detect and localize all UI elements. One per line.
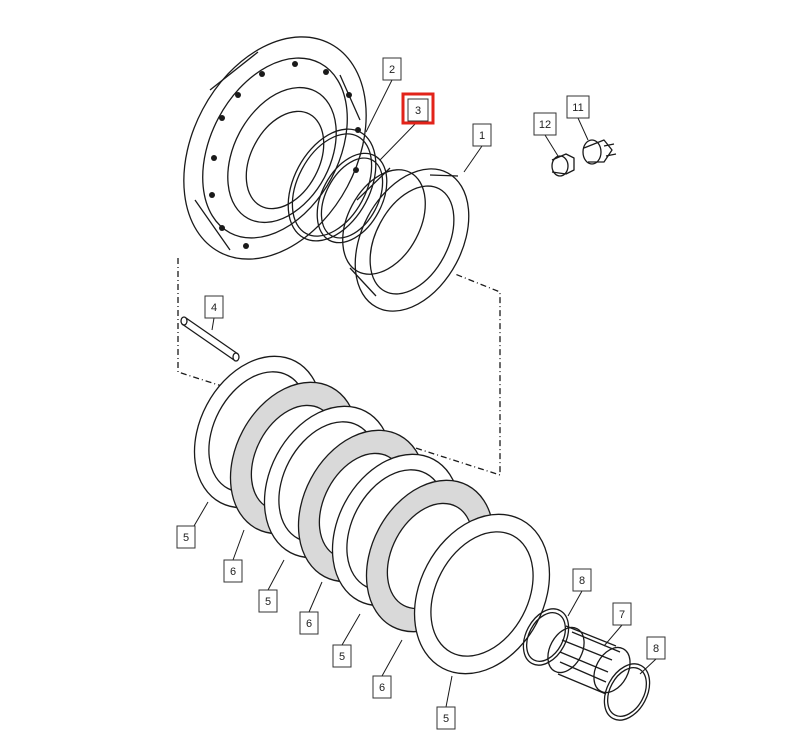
svg-text:6: 6 (230, 566, 236, 578)
svg-text:6: 6 (306, 618, 312, 630)
leader-lines (193, 79, 657, 708)
part-7-splined-hub (547, 625, 631, 695)
callout-8a: 8 (572, 568, 592, 592)
part-8-circlip-b (603, 663, 651, 721)
callout-1: 1 (472, 123, 492, 147)
part-4-pin (180, 316, 240, 362)
plate-5-4 (413, 513, 551, 675)
assembly-outline (177, 258, 501, 476)
callout-6a: 6 (223, 559, 243, 583)
svg-text:12: 12 (539, 119, 551, 131)
callout-6b: 6 (299, 611, 319, 635)
callout-4: 4 (204, 295, 224, 319)
part-11-bleed-screw (582, 139, 617, 165)
callout-5d: 5 (436, 706, 456, 730)
svg-text:5: 5 (443, 713, 449, 725)
disc-stack (193, 355, 551, 675)
callout-7: 7 (612, 602, 632, 626)
part-1-piston (342, 167, 470, 312)
part-8-circlip-a (522, 608, 570, 666)
part-12-plug (551, 153, 575, 177)
svg-text:4: 4 (211, 302, 217, 314)
callout-11: 11 (566, 95, 590, 119)
callout-5b: 5 (258, 589, 278, 613)
svg-text:5: 5 (183, 532, 189, 544)
svg-text:8: 8 (653, 643, 659, 655)
svg-text:3: 3 (415, 105, 421, 117)
callout-5a: 5 (176, 525, 196, 549)
svg-text:7: 7 (619, 609, 625, 621)
svg-text:1: 1 (479, 130, 485, 142)
callout-12: 12 (533, 112, 557, 136)
callout-2: 2 (382, 57, 402, 81)
svg-text:11: 11 (572, 102, 583, 114)
svg-text:2: 2 (389, 64, 395, 76)
callout-8b: 8 (646, 636, 666, 660)
svg-text:5: 5 (265, 596, 271, 608)
callout-3-highlighted: 3 (401, 92, 435, 125)
svg-text:5: 5 (339, 651, 345, 663)
svg-text:6: 6 (379, 682, 385, 694)
part-2-o-ring (287, 128, 377, 242)
part-3-seal (316, 152, 388, 244)
callout-5c: 5 (332, 644, 352, 668)
housing-flange (183, 36, 367, 260)
flange-bolt-holes (209, 61, 361, 249)
callout-6c: 6 (372, 675, 392, 699)
callouts: 2 3 1 12 11 4 5 6 (176, 57, 666, 730)
svg-text:8: 8 (579, 575, 585, 587)
